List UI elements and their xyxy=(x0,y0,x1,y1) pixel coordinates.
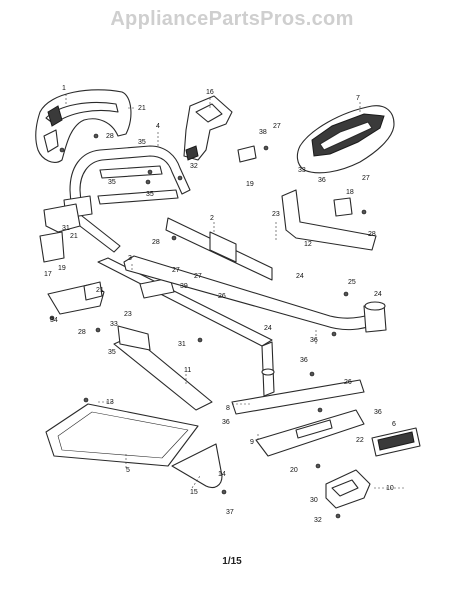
part-tube-frame xyxy=(63,145,191,253)
part-front-shroud xyxy=(35,89,132,163)
callout: 21 xyxy=(138,105,146,112)
callout: 24 xyxy=(374,291,382,298)
part-rear-rail xyxy=(123,255,387,333)
callout: 22 xyxy=(356,437,364,444)
part-vertical-post xyxy=(261,341,275,397)
callout: 25 xyxy=(348,279,356,286)
callout: 35 xyxy=(146,191,154,198)
callout: 37 xyxy=(226,509,234,516)
callout: 27 xyxy=(362,175,370,182)
callout: 8 xyxy=(226,405,230,412)
callout: 14 xyxy=(218,471,226,478)
part-small-bracket xyxy=(325,469,371,509)
part-floor-mat xyxy=(45,403,199,467)
callout: 30 xyxy=(310,497,318,504)
part-rear-cover xyxy=(296,105,395,174)
callout: 9 xyxy=(250,439,254,446)
part-wire-loop xyxy=(171,443,223,489)
callout: 1 xyxy=(62,85,66,92)
callout: 26 xyxy=(344,379,352,386)
callout: 36 xyxy=(310,337,318,344)
callout: 23 xyxy=(124,311,132,318)
callout: 24 xyxy=(264,325,272,332)
callout: 15 xyxy=(190,489,198,496)
page-number: 1/15 xyxy=(222,556,242,567)
watermark: AppliancePartsPros.com xyxy=(110,8,354,30)
part-main-beam xyxy=(165,217,273,281)
callout: 17 xyxy=(44,271,52,278)
callout: 13 xyxy=(106,399,114,406)
part-side-rail xyxy=(97,257,273,347)
callout: 3 xyxy=(128,255,132,262)
callout: 6 xyxy=(392,421,396,428)
callout: 35 xyxy=(108,349,116,356)
part-side-bracket xyxy=(39,203,81,263)
part-mount-bracket xyxy=(183,95,257,163)
part-left-plate xyxy=(47,281,105,315)
callout-labels: 1 21 28 35 16 38 27 7 4 35 32 35 19 33 3… xyxy=(44,85,396,524)
callout: 26 xyxy=(218,293,226,300)
callout: 28 xyxy=(106,133,114,140)
part-bottom-bar xyxy=(231,379,365,415)
callout: 36 xyxy=(374,409,382,416)
callout: 36 xyxy=(222,419,230,426)
callout: 16 xyxy=(206,89,214,96)
part-lower-rail xyxy=(113,325,213,411)
callout: 28 xyxy=(368,231,376,238)
callout: 33 xyxy=(298,167,306,174)
callout: 2 xyxy=(210,215,214,222)
callout: 31 xyxy=(62,225,70,232)
callout: 7 xyxy=(356,95,360,102)
callout: 36 xyxy=(318,177,326,184)
part-slotted-plate xyxy=(255,409,365,457)
hardware-fasteners xyxy=(49,133,367,519)
callout: 33 xyxy=(110,321,118,328)
callout: 32 xyxy=(314,517,322,524)
callout: 21 xyxy=(96,287,104,294)
part-pedal xyxy=(371,427,421,457)
callout: 10 xyxy=(386,485,394,492)
callout: 18 xyxy=(346,189,354,196)
part-right-arm xyxy=(281,189,377,251)
leader-lines xyxy=(65,94,404,489)
callout: 31 xyxy=(178,341,186,348)
callout: 32 xyxy=(190,163,198,170)
callout: 35 xyxy=(138,139,146,146)
callout: 28 xyxy=(78,329,86,336)
callout: 21 xyxy=(70,233,78,240)
callout: 23 xyxy=(272,211,280,218)
callout: 24 xyxy=(296,273,304,280)
callout: 35 xyxy=(108,179,116,186)
callout: 27 xyxy=(273,123,281,130)
callout: 36 xyxy=(300,357,308,364)
callout: 20 xyxy=(290,467,298,474)
callout: 19 xyxy=(58,265,66,272)
callout: 4 xyxy=(156,123,160,130)
callout: 27 xyxy=(172,267,180,274)
callout: 5 xyxy=(126,467,130,474)
callout: 34 xyxy=(50,317,58,324)
callout: 19 xyxy=(246,181,254,188)
callout: 11 xyxy=(184,367,191,374)
callout: 12 xyxy=(304,241,312,248)
callout: 27 xyxy=(194,273,202,280)
callout: 39 xyxy=(180,283,188,290)
callout: 28 xyxy=(152,239,160,246)
callout: 38 xyxy=(259,129,267,136)
